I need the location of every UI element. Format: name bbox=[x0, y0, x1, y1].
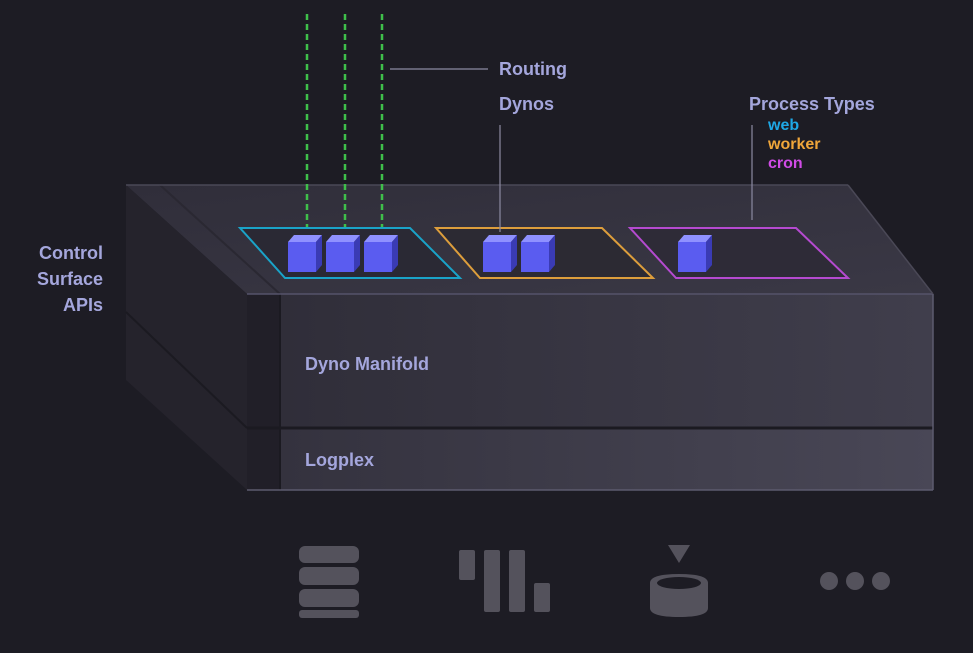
logplex-label: Logplex bbox=[305, 450, 374, 470]
dyno-cube bbox=[521, 235, 555, 272]
metrics-icon bbox=[459, 550, 550, 612]
dynos-label: Dynos bbox=[499, 94, 554, 114]
process-type-web: web bbox=[767, 117, 799, 134]
control-surface-label-line-1: Control bbox=[39, 243, 103, 263]
dyno-cubes bbox=[288, 235, 712, 272]
platform-side-face bbox=[126, 185, 247, 490]
dyno-manifold-face bbox=[247, 294, 933, 427]
routing-lines bbox=[305, 14, 384, 238]
labels: Routing Dynos Process Types web worker c… bbox=[37, 59, 875, 470]
leader-lines bbox=[390, 68, 753, 232]
logplex-face bbox=[247, 429, 933, 490]
dyno-cube bbox=[678, 235, 712, 272]
routing-label: Routing bbox=[499, 59, 567, 79]
database-icon bbox=[299, 546, 359, 618]
control-surface-column bbox=[247, 294, 280, 490]
control-surface-label-line-3: APIs bbox=[63, 295, 103, 315]
dyno-cube bbox=[364, 235, 398, 272]
dyno-manifold-label: Dyno Manifold bbox=[305, 354, 429, 374]
process-type-worker: worker bbox=[767, 136, 820, 153]
more-icon bbox=[820, 572, 890, 590]
process-types-label: Process Types bbox=[749, 94, 875, 114]
dyno-cube bbox=[288, 235, 322, 272]
deploy-icon bbox=[650, 545, 708, 617]
process-type-cron: cron bbox=[768, 155, 803, 172]
dyno-cube bbox=[483, 235, 517, 272]
bottom-icons bbox=[299, 545, 890, 618]
control-surface-label-line-2: Surface bbox=[37, 269, 103, 289]
dyno-cube bbox=[326, 235, 360, 272]
